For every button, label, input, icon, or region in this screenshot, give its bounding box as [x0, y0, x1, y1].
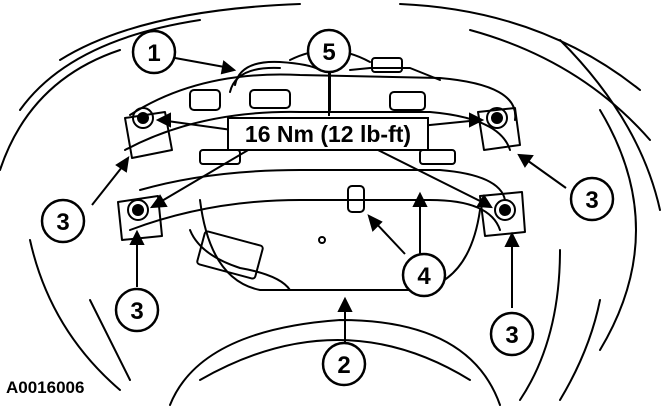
mount-lower-right	[479, 191, 526, 237]
callout-3-right-lower-circle	[489, 311, 535, 357]
callout-3-right-lower-label: 3	[505, 322, 518, 349]
callout-5-label: 5	[322, 39, 335, 66]
callout-2-circle	[321, 341, 367, 387]
callout-2-label: 2	[337, 352, 350, 379]
callout-1-circle	[131, 29, 177, 75]
torque-spec-label: 16 Nm (12 lb-ft)	[245, 121, 411, 147]
callout-3-left-lower-circle	[114, 287, 160, 333]
callout-4-label: 4	[417, 263, 431, 290]
spec-leaders	[149, 112, 493, 209]
callout-4-circle	[401, 252, 447, 298]
callout-3-right-upper-label: 3	[585, 187, 598, 214]
mount-lower-left	[117, 195, 163, 241]
callout-1-label: 1	[147, 40, 160, 67]
body-contours	[0, 3, 661, 406]
callout-3-right-upper-circle	[569, 176, 615, 222]
torque-spec-box	[227, 117, 429, 151]
crossmember-frame	[124, 49, 517, 231]
figure-id-label: A0016006	[6, 378, 84, 397]
callout-3-left-lower-label: 3	[130, 298, 143, 325]
callout-3-left-upper-circle	[40, 198, 86, 244]
mount-upper-right	[477, 107, 521, 151]
callout-leaders	[91, 57, 567, 343]
mount-upper-left	[124, 107, 173, 159]
callout-5-circle	[306, 28, 352, 74]
callout-3-left-upper-label: 3	[56, 209, 69, 236]
subframe	[199, 185, 481, 291]
